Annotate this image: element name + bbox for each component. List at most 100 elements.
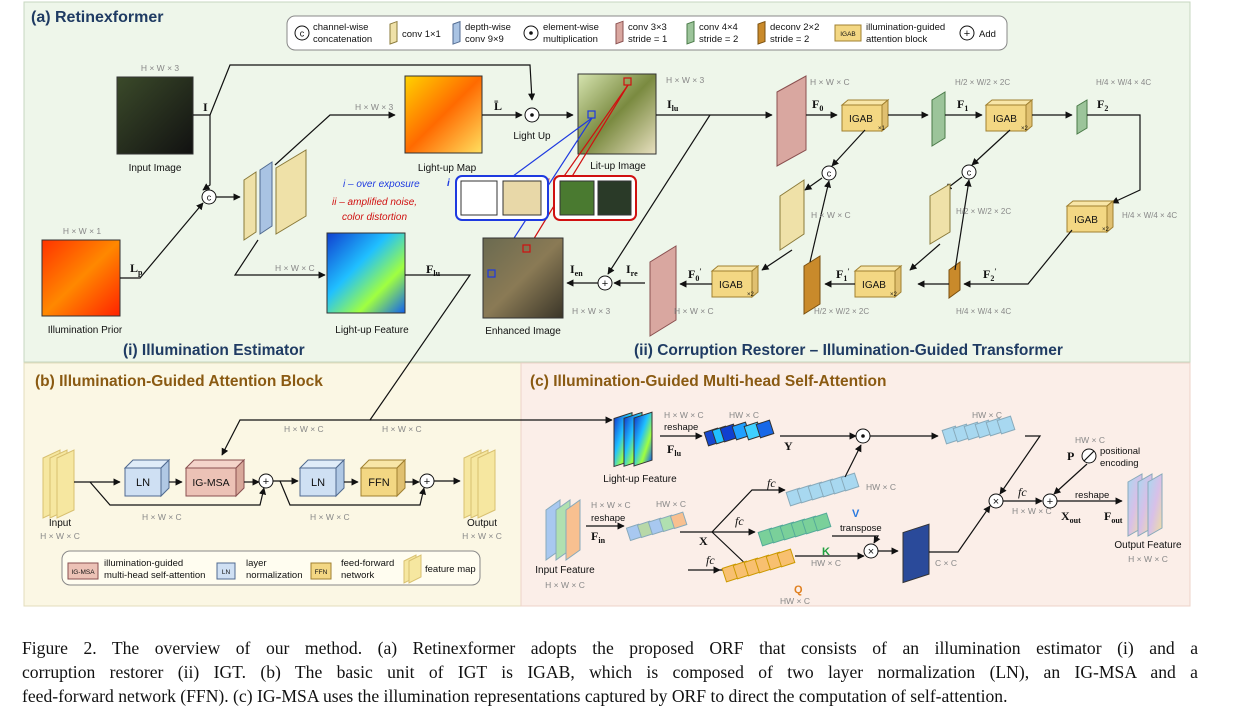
block-input-label: Input [49, 518, 71, 529]
svg-text:×: × [868, 546, 874, 558]
svg-text:HW × C: HW × C [656, 499, 686, 509]
caption-line-1: Figure 2. The overview of our method. (a… [22, 638, 1198, 658]
svg-text:fc: fc [1018, 485, 1027, 499]
legend-conv3x3-2: stride = 1 [628, 34, 667, 45]
symbol-Ilu: Ilu [667, 97, 679, 113]
restorer-title: (ii) Corruption Restorer – Illumination-… [634, 342, 1063, 359]
legend-deconv-icon [757, 20, 766, 45]
svg-text:reshape: reshape [664, 422, 698, 433]
ig-symbol-Xout: Xout [1061, 509, 1081, 525]
legend-conv1x1: conv 1×1 [402, 29, 441, 40]
svg-text:IGAB: IGAB [862, 280, 886, 291]
ig-key-stack [757, 512, 832, 547]
corruption-restorer: H × W × C F0 IGAB ×1 H/2 × W/2 × 2C F1 I… [649, 75, 1177, 337]
svg-text:layer: layer [246, 558, 267, 569]
conv1x1-block-2 [275, 149, 307, 235]
figure-caption: Figure 2. The overview of our method. (a… [22, 636, 1198, 708]
ig-value-stack [785, 472, 860, 507]
caption-line-3: feed-forward network (FFN). (c) IG-MSA u… [22, 686, 1008, 706]
legend-concat-1: channel-wise [313, 22, 368, 33]
svg-text:P: P [1067, 449, 1074, 463]
symbol-Flu: Flu [426, 262, 441, 278]
svg-text:transpose: transpose [840, 523, 882, 534]
svg-text:+: + [424, 476, 430, 488]
ig-query-stack [721, 548, 796, 583]
svg-text:feature map: feature map [425, 564, 476, 575]
block-legend [61, 550, 481, 586]
lit-up-image [577, 73, 657, 155]
svg-text:normalization: normalization [246, 570, 303, 581]
ffn-block [360, 467, 398, 497]
svg-text:+: + [602, 278, 608, 290]
svg-text:FFN: FFN [315, 569, 328, 576]
panel-b-title: (b) Illumination-Guided Attention Block [35, 373, 323, 390]
symbol-Ien: Ien [570, 262, 583, 278]
light-up-map-label: Light-up Map [418, 163, 477, 174]
conv4x4-2 [1076, 99, 1088, 135]
svg-text:C × C: C × C [935, 558, 957, 568]
map-dim-label: H × W × 3 [355, 102, 394, 112]
ig-symbol-Fin: Fin [591, 529, 606, 545]
dim-out: H × W × C [674, 306, 714, 316]
panel-c-title: (c) Illumination-Guided Multi-head Self-… [530, 373, 886, 390]
symbol-F2: F2 [1097, 97, 1108, 113]
legend-igab-icon: IGAB [840, 31, 856, 38]
dim-quarter-bottom: H/4 × W/4 × 4C [956, 307, 1011, 316]
legend-depthwise-1: depth-wise [465, 22, 511, 33]
ig-reshaped-illumination [703, 419, 775, 447]
svg-text:positional: positional [1100, 446, 1140, 457]
legend-add: Add [979, 29, 996, 40]
ig-msa-block [185, 467, 237, 497]
depthwise-block [259, 161, 273, 235]
conv1x1-dec-1 [779, 179, 805, 251]
svg-text:LN: LN [311, 477, 325, 489]
svg-text:+: + [964, 28, 970, 40]
legend-elementwise-2: multiplication [543, 34, 598, 45]
svg-text:H × W × C: H × W × C [1128, 554, 1168, 564]
light-up-feature-image [326, 232, 406, 314]
top-legend: c channel-wise concatenation conv 1×1 de… [286, 15, 1008, 51]
svg-text:IGAB: IGAB [719, 280, 743, 291]
svg-text:fc: fc [767, 476, 776, 490]
svg-text:IGAB: IGAB [1074, 215, 1098, 226]
note-noise-1: ii – amplified noise, [332, 197, 417, 208]
input-dim: H × W × 3 [141, 63, 180, 73]
svg-text:LN: LN [136, 477, 150, 489]
dim-mid-1: H × W × C [811, 210, 851, 220]
svg-text:H × W × C: H × W × C [591, 500, 631, 510]
svg-text:×1: ×1 [878, 126, 886, 132]
dim-half-mid: H/2 × W/2 × 2C [956, 207, 1011, 216]
svg-text:Y: Y [784, 439, 793, 453]
svg-text:IGAB: IGAB [849, 114, 873, 125]
ig-lightup-label: Light-up Feature [603, 474, 677, 485]
svg-text:HW × C: HW × C [729, 410, 759, 420]
legend-concat-2: concatenation [313, 34, 372, 45]
svg-text:×2: ×2 [1102, 227, 1110, 233]
dim-half-top: H/2 × W/2 × 2C [955, 78, 1010, 87]
ig-input-label: Input Feature [535, 565, 595, 576]
svg-text:×2: ×2 [1021, 126, 1029, 132]
svg-text:IG-MSA: IG-MSA [71, 569, 95, 576]
svg-text:HW × C: HW × C [866, 482, 896, 492]
light-up-feature-label: Light-up Feature [335, 325, 409, 336]
enhanced-image-label: Enhanced Image [485, 326, 561, 337]
symbol-I: I [203, 100, 208, 114]
svg-text:V: V [852, 508, 860, 520]
legend-conv4x4-1: conv 4×4 [699, 22, 738, 33]
dim-top-1: H × W × C [810, 77, 850, 87]
svg-text:encoding: encoding [1100, 458, 1139, 469]
legend-conv4x4-2: stride = 2 [699, 34, 738, 45]
svg-text:reshape: reshape [591, 513, 625, 524]
ig-reshaped-input [625, 511, 688, 542]
ig-output-label: Output Feature [1114, 540, 1182, 551]
svg-text:×2: ×2 [890, 292, 898, 298]
light-up-label: Light Up [513, 131, 551, 142]
symbol-Lp: Lp [130, 261, 143, 277]
svg-text:+: + [1047, 496, 1053, 508]
svg-text:network: network [341, 570, 375, 581]
note-noise-2: color distortion [342, 212, 407, 223]
dim-quarter-right: H/4 × W/4 × 4C [1122, 211, 1177, 220]
svg-text:HW × C: HW × C [972, 410, 1002, 420]
svg-text:H × W × C: H × W × C [664, 410, 704, 420]
ig-symbol-Fout: Fout [1104, 509, 1123, 525]
